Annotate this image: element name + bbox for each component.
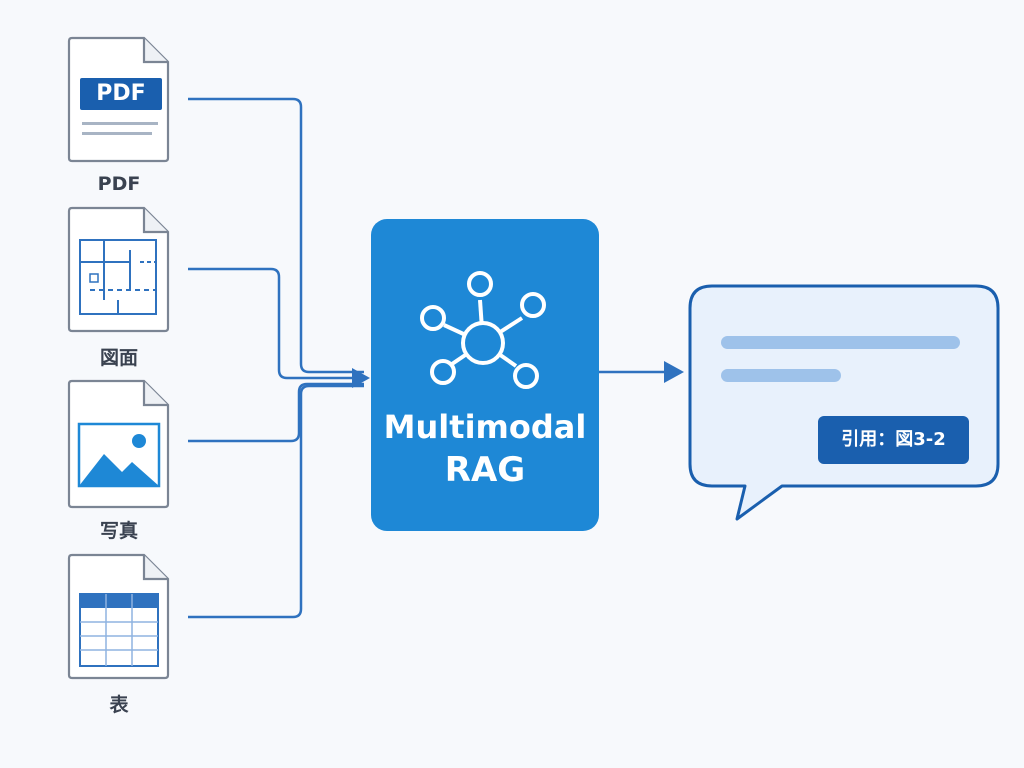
pdf-badge-label: PDF	[96, 81, 146, 106]
photo-document-icon	[67, 379, 170, 509]
pdf-label: PDF	[97, 173, 141, 195]
rag-title-line1: Multimodal	[383, 408, 587, 446]
answer-text-line-1	[721, 336, 960, 349]
table-label: 表	[109, 694, 129, 716]
connector-table	[188, 384, 364, 619]
drawing-label: 図面	[99, 347, 138, 369]
merge-arrow-head	[352, 368, 370, 388]
answer-speech-bubble	[688, 284, 1000, 521]
network-hub-icon	[420, 271, 546, 389]
pdf-document-icon	[67, 36, 170, 163]
connector-photo	[188, 382, 364, 443]
connector-pdf	[188, 97, 364, 374]
rag-title-line2: RAG	[444, 450, 526, 490]
output-arrow-head	[664, 361, 684, 383]
photo-label: 写真	[99, 520, 138, 542]
table-document-icon	[67, 553, 170, 680]
drawing-document-icon	[67, 206, 170, 333]
answer-text-line-2	[721, 369, 841, 382]
citation-label: 引用：図3-2	[841, 429, 946, 450]
connector-drawing	[188, 267, 364, 380]
citation-badge	[818, 416, 969, 464]
